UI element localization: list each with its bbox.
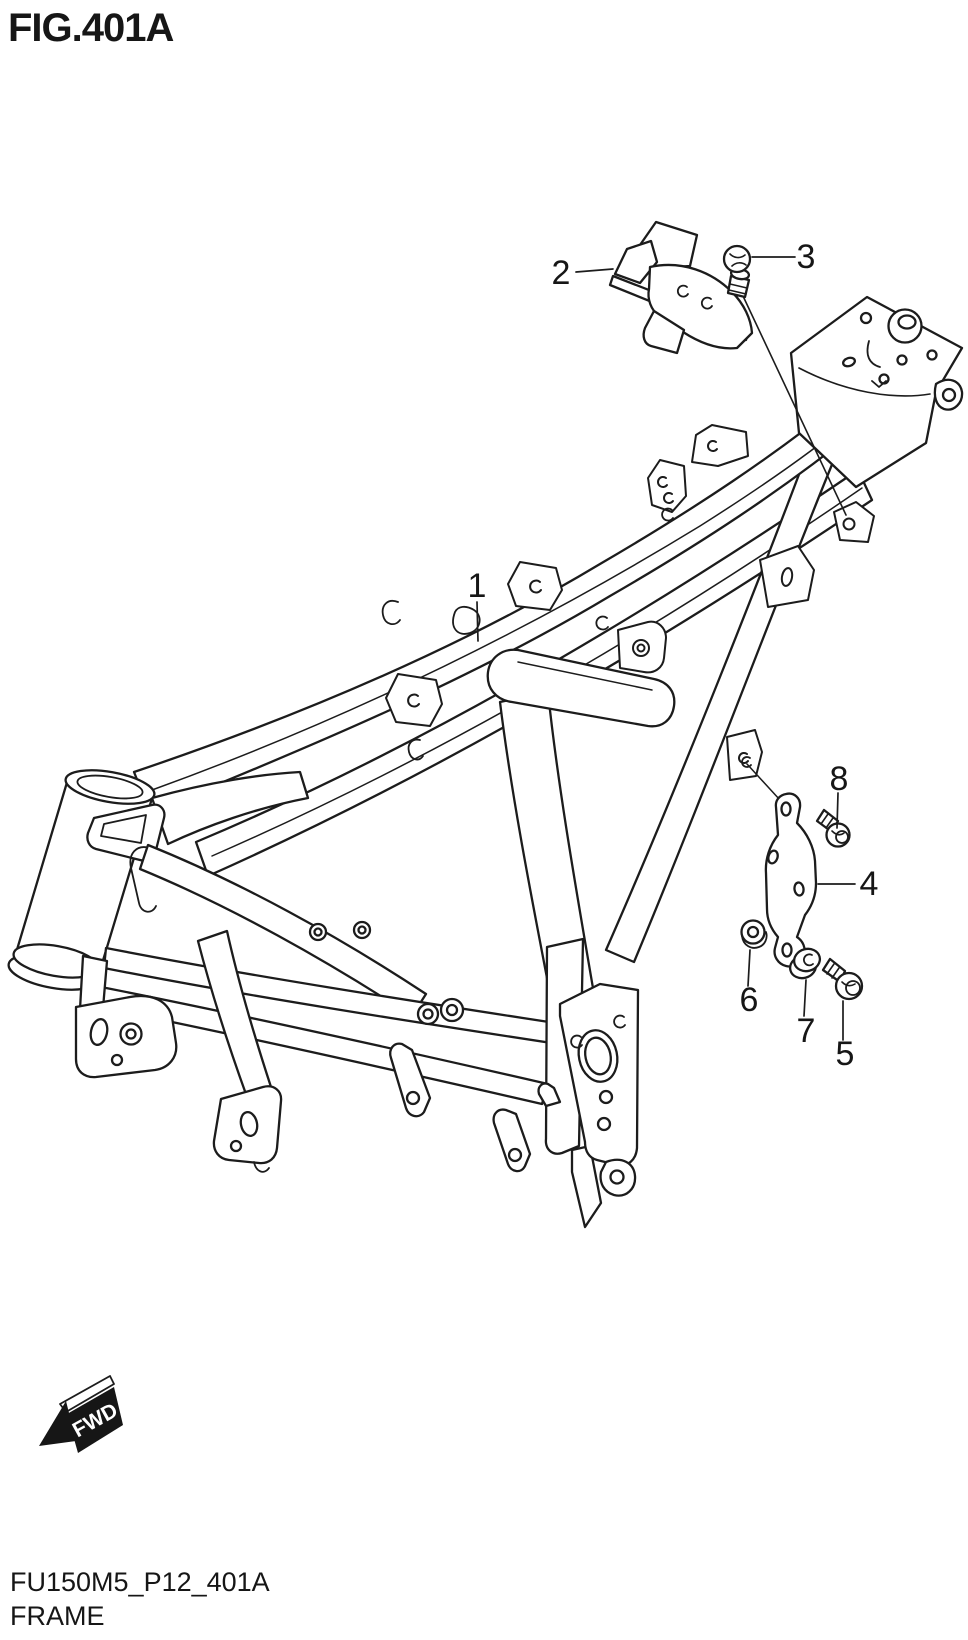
callout-6: 6 [739,981,759,1019]
callout-5: 5 [835,1035,855,1073]
part-6-nut [740,919,768,949]
frame-eyelets [308,920,465,1026]
callout-2: 2 [551,254,571,292]
cable-hooks [381,507,674,761]
rear-rack-plate [789,295,964,489]
part-7-spacer [788,947,822,980]
part-8-bolt [815,808,851,848]
callout-4: 4 [859,865,879,903]
footer-part-name: FRAME [10,1601,105,1631]
front-lower-tube-bracket [196,929,283,1173]
callout-8: 8 [829,760,849,798]
figure-title: FIG.401A [8,6,174,50]
head-tube [7,769,166,991]
callout-1: 1 [467,567,487,605]
part-3-bolt [722,244,847,516]
front-engine-bracket [74,954,178,1079]
footer-part-code: FU150M5_P12_401A [10,1567,270,1597]
callout-3: 3 [796,238,816,276]
part-2-bracket [608,220,754,355]
callout-7: 7 [796,1012,816,1050]
part-5-bolt [821,957,864,1001]
callout-leader-lines [476,256,856,1041]
cross-tube [486,648,676,728]
diagram-footer: FU150M5_P12_401A FRAME [10,1565,270,1633]
pivot-plates [389,937,640,1229]
fwd-arrow: FWD [39,1375,123,1453]
